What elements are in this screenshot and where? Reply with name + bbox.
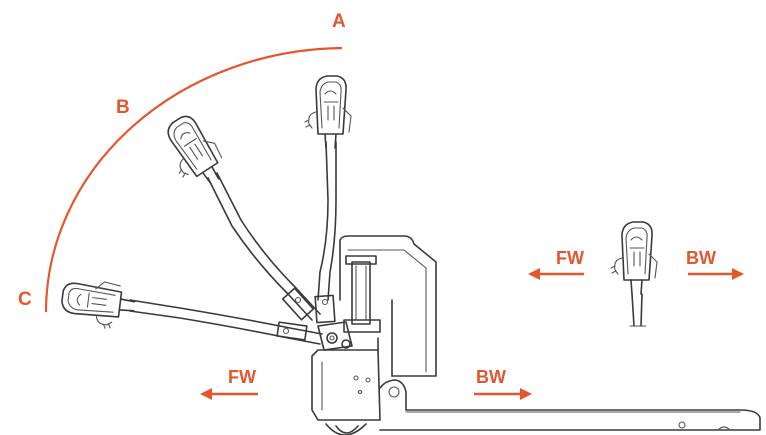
swing-arc	[44, 46, 343, 313]
label-fw-left: FW	[228, 367, 256, 387]
pallet-truck-icon	[311, 235, 761, 435]
tiller-position-b	[153, 108, 321, 321]
tiller-position-a	[304, 75, 352, 324]
arrow-right-icon	[474, 388, 532, 400]
label-bw-right: BW	[686, 248, 716, 268]
label-position-a: A	[332, 11, 346, 32]
arrow-left-icon	[200, 388, 258, 400]
label-position-b: B	[116, 97, 130, 118]
label-fw-right: FW	[556, 248, 584, 268]
label-bw-left: BW	[476, 367, 506, 387]
tiller-pivot	[317, 321, 353, 351]
tiller-handle-icon	[610, 221, 658, 327]
arrow-left-icon	[528, 268, 584, 280]
arrow-right-icon	[688, 268, 744, 280]
tiller-position-c	[58, 276, 323, 345]
label-position-c: C	[18, 289, 32, 310]
